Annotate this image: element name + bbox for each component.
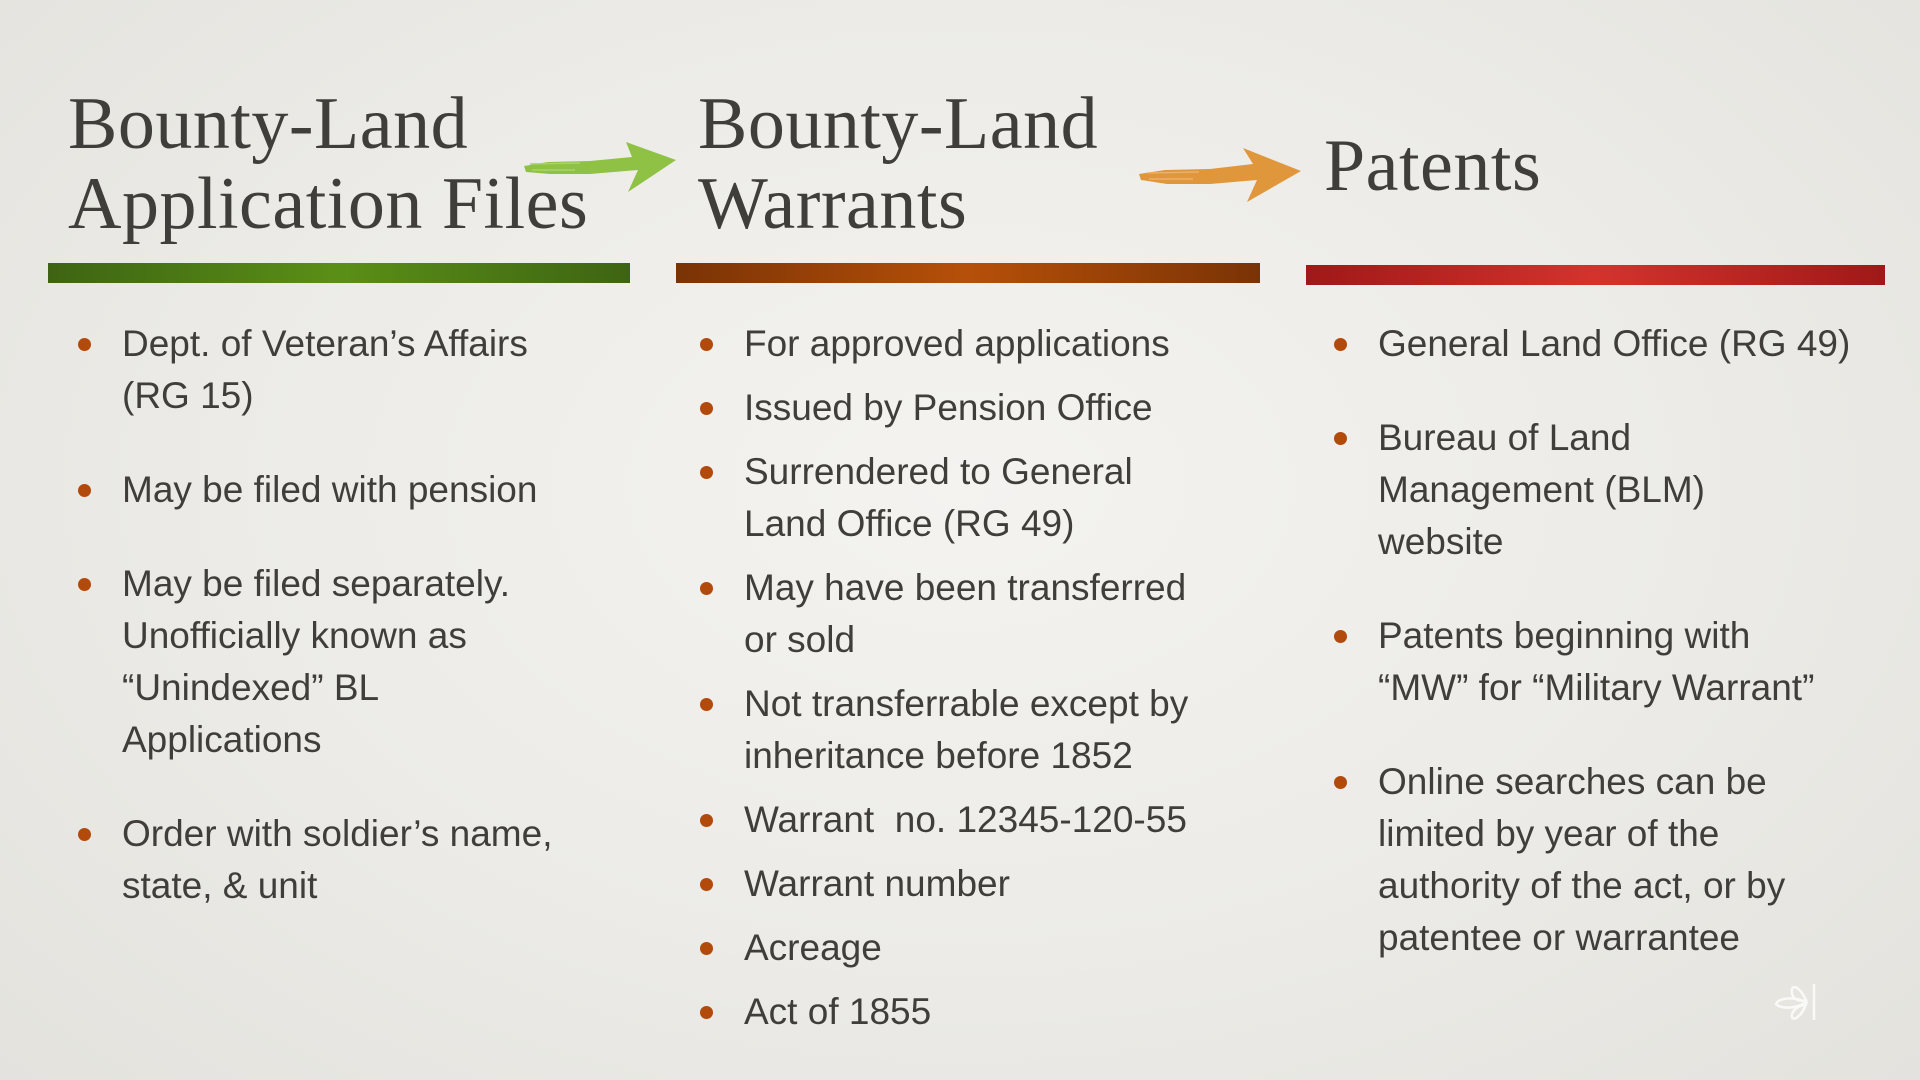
list-item: May have been transferred or sold	[692, 562, 1272, 666]
red-divider-bar	[1306, 265, 1885, 285]
bullet-icon	[700, 942, 713, 955]
patents-list: General Land Office (RG 49) Bureau of La…	[1326, 318, 1906, 1006]
column-title-application-files: Bounty-Land Application Files	[68, 84, 668, 244]
bullet-icon	[700, 402, 713, 415]
list-item: Surrendered to General Land Office (RG 4…	[692, 446, 1272, 550]
column-title-warrants: Bounty-Land Warrants	[698, 84, 1178, 244]
title-line: Bounty-Land	[68, 83, 469, 165]
list-item: Not transferrable except by inheritance …	[692, 678, 1272, 782]
list-item: General Land Office (RG 49)	[1326, 318, 1906, 370]
title-line: Patents	[1324, 125, 1542, 207]
arrow-right-icon	[524, 142, 676, 192]
bullet-icon	[700, 698, 713, 711]
green-divider-bar	[48, 263, 630, 283]
bullet-icon	[700, 466, 713, 479]
list-item: Online searches can be limited by year o…	[1326, 756, 1906, 964]
list-item: Acreage	[692, 922, 1272, 974]
bullet-icon	[700, 1006, 713, 1019]
title-line: Bounty-Land	[698, 83, 1099, 165]
bullet-icon	[78, 338, 91, 351]
list-item: Issued by Pension Office	[692, 382, 1272, 434]
bullet-icon	[1334, 432, 1347, 445]
list-item: Order with soldier’s name, state, & unit	[70, 808, 630, 912]
brown-divider-bar	[676, 263, 1260, 283]
arrow-right-icon	[1139, 148, 1301, 202]
bullet-icon	[78, 484, 91, 497]
bullet-icon	[700, 338, 713, 351]
bullet-icon	[78, 578, 91, 591]
list-item: Patents beginning with “MW” for “Militar…	[1326, 610, 1906, 714]
application-files-list: Dept. of Veteran’s Affairs (RG 15) May b…	[70, 318, 630, 954]
column-title-patents: Patents	[1324, 126, 1724, 206]
leaf-logo-icon	[1774, 984, 1816, 1020]
bullet-icon	[700, 814, 713, 827]
list-item: May be filed separately. Unofficially kn…	[70, 558, 630, 766]
warrants-list: For approved applications Issued by Pens…	[692, 318, 1272, 1050]
list-item: Bureau of Land Management (BLM) website	[1326, 412, 1906, 568]
title-line: Warrants	[698, 163, 968, 245]
bullet-icon	[1334, 338, 1347, 351]
bullet-icon	[1334, 630, 1347, 643]
list-item: For approved applications	[692, 318, 1272, 370]
bullet-icon	[1334, 776, 1347, 789]
bullet-icon	[78, 828, 91, 841]
bullet-icon	[700, 878, 713, 891]
bullet-icon	[700, 582, 713, 595]
title-line: Application Files	[68, 163, 589, 245]
list-item: May be filed with pension	[70, 464, 630, 516]
list-item: Dept. of Veteran’s Affairs (RG 15)	[70, 318, 630, 422]
list-item: Warrant number	[692, 858, 1272, 910]
list-item: Warrant no. 12345-120-55	[692, 794, 1272, 846]
list-item: Act of 1855	[692, 986, 1272, 1038]
